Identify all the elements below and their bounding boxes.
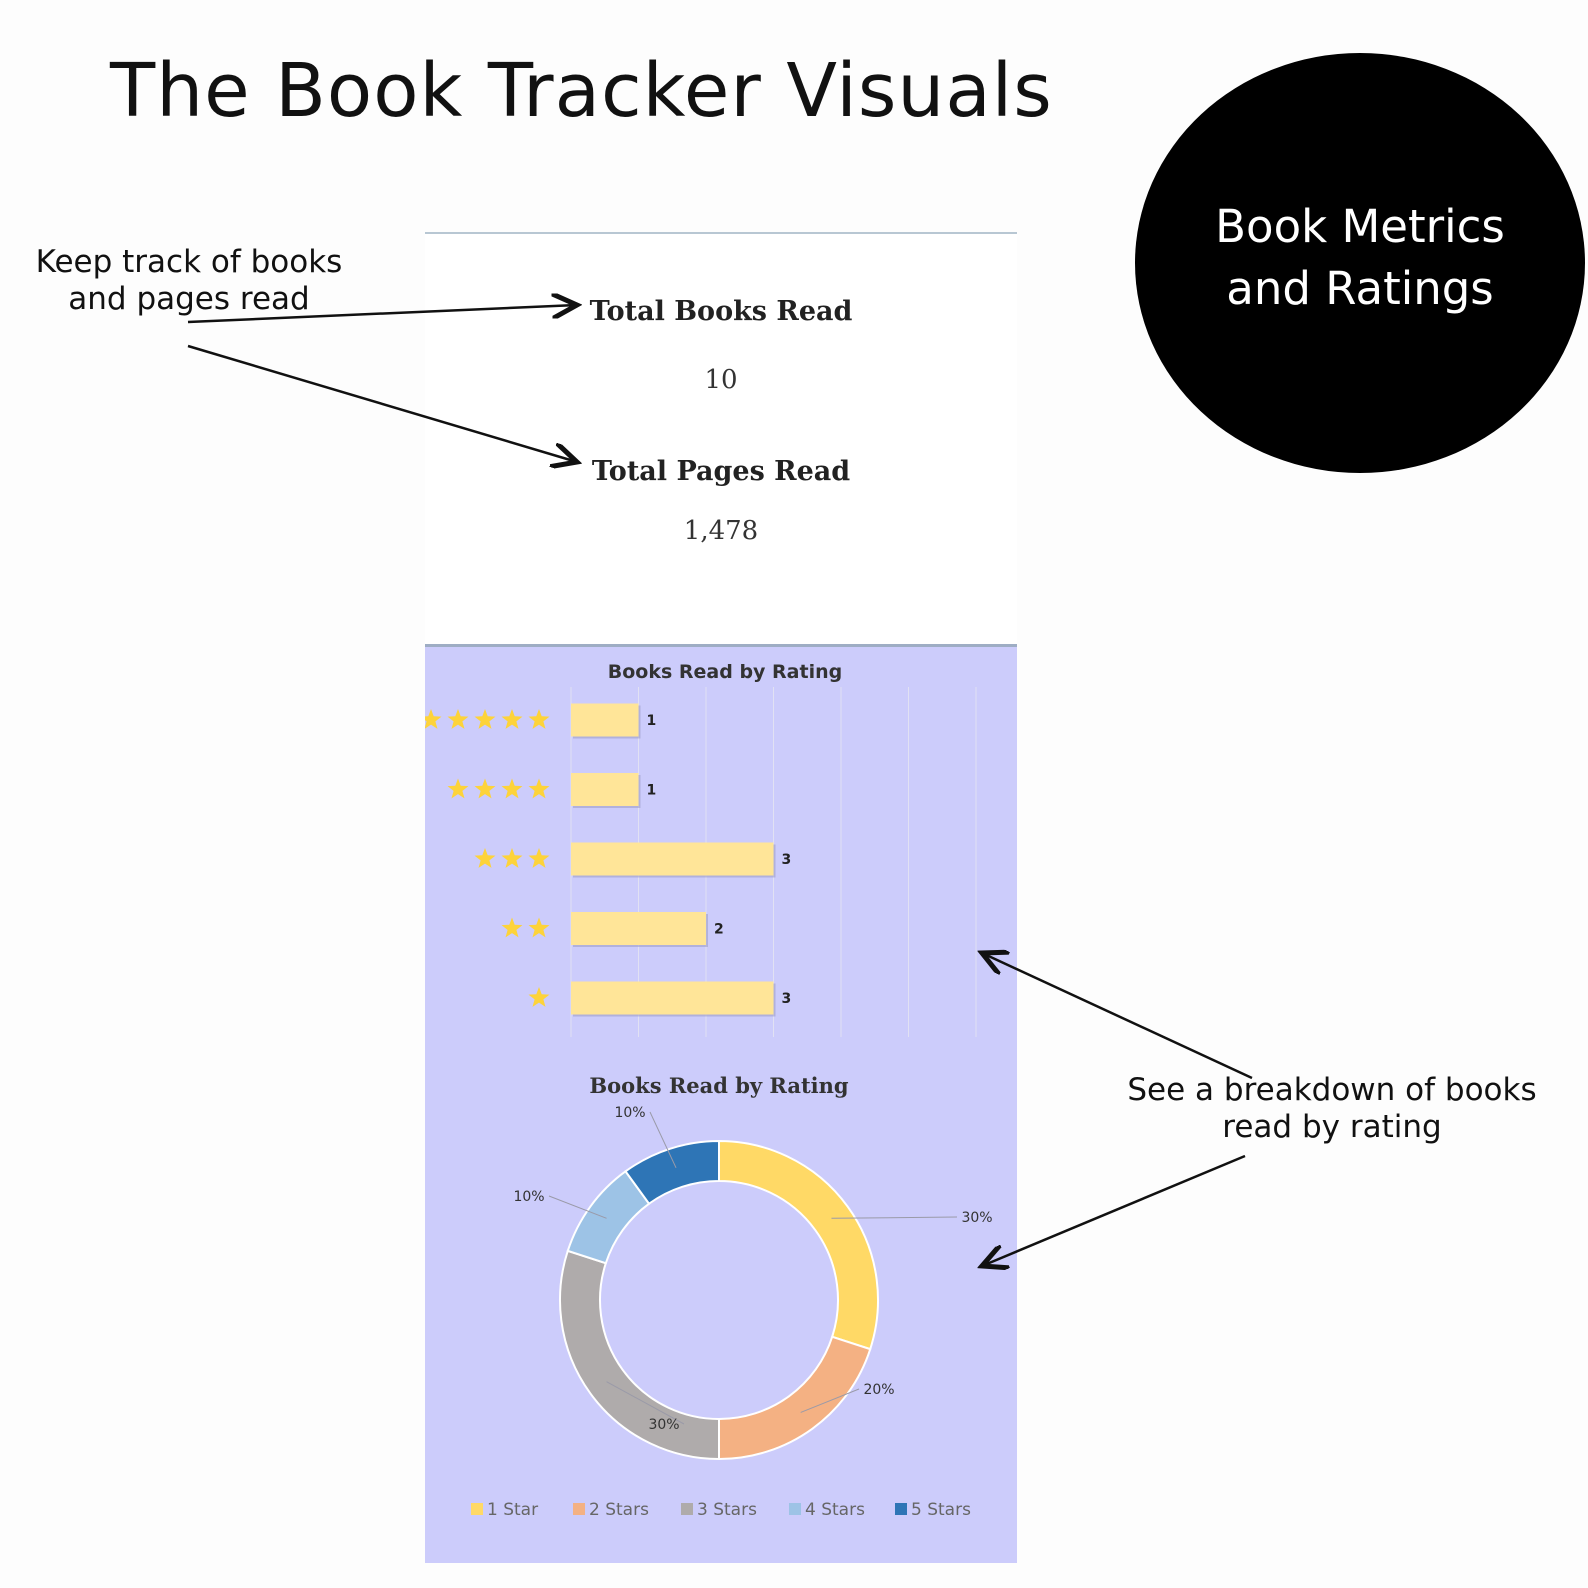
donut-slice-1 <box>718 1139 879 1351</box>
star-icon <box>528 778 550 799</box>
legend-swatch-1 <box>471 1503 483 1515</box>
star-icon <box>447 778 469 799</box>
star-icon <box>474 709 496 729</box>
charts-panel: Books Read by Rating 1 1 3 2 3 Books Read by… <box>425 644 1017 1563</box>
stats-panel: Total Books Read 10 Total Pages Read 1,4… <box>425 232 1017 644</box>
bar-5-stars <box>571 703 639 737</box>
leader-line <box>606 1381 685 1425</box>
bar-data-label: 1 <box>647 713 657 729</box>
star-icon <box>528 987 550 1007</box>
donut-data-label: 30% <box>961 1210 992 1226</box>
donut-slice-3 <box>559 1249 720 1461</box>
star-icon <box>528 917 550 938</box>
donut-chart: Books Read by Rating 30% 20% 30% 10% 10% 1 St… <box>471 1073 993 1520</box>
star-icon <box>474 848 496 868</box>
bar-chart: Books Read by Rating 1 1 3 2 3 <box>425 661 977 1037</box>
star-icon <box>528 709 550 729</box>
star-icon <box>474 778 496 799</box>
bar-data-label: 2 <box>714 922 724 938</box>
donut-data-label: 30% <box>648 1417 679 1433</box>
bar-data-label: 3 <box>782 852 792 868</box>
total-pages-value: 1,478 <box>683 516 759 546</box>
leader-line <box>548 1195 607 1219</box>
legend-label: 3 Stars <box>697 1500 757 1520</box>
donut-data-label: 10% <box>614 1105 645 1121</box>
arrow-to-donut-chart <box>982 1154 1246 1266</box>
legend-label: 4 Stars <box>805 1500 865 1520</box>
total-pages-label: Total Pages Read <box>591 456 851 487</box>
legend-swatch-2 <box>573 1503 585 1515</box>
annotation-books-pages: Keep track of books and pages read <box>35 244 343 317</box>
leader-line <box>831 1216 958 1219</box>
star-icon <box>501 778 523 799</box>
donut-data-label: 20% <box>863 1382 894 1398</box>
metrics-badge: Book Metrics and Ratings <box>1135 53 1585 473</box>
bar-2-stars <box>571 912 706 945</box>
bar-data-label: 1 <box>647 783 657 799</box>
donut-chart-title: Books Read by Rating <box>589 1073 849 1098</box>
donut-data-label: 10% <box>513 1189 544 1205</box>
legend-label: 1 Star <box>487 1500 538 1520</box>
total-books-value: 10 <box>704 365 738 395</box>
total-books-label: Total Books Read <box>589 296 853 327</box>
legend-swatch-5 <box>895 1503 907 1515</box>
bar-data-label: 3 <box>782 991 792 1007</box>
donut-slice-2 <box>718 1335 872 1461</box>
star-icon <box>501 709 523 729</box>
legend-swatch-4 <box>789 1503 801 1515</box>
arrow-to-bar-chart <box>982 953 1253 1080</box>
star-icon <box>447 709 469 729</box>
bar-chart-title: Books Read by Rating <box>608 661 842 683</box>
star-icon <box>501 848 523 868</box>
leader-line <box>800 1388 860 1413</box>
bar-4-stars <box>571 773 639 806</box>
legend-label: 2 Stars <box>589 1500 649 1520</box>
star-icon <box>528 848 550 868</box>
bar-3-stars <box>571 842 774 876</box>
leader-line <box>649 1111 677 1169</box>
star-icon <box>501 917 523 938</box>
badge-label: Book Metrics and Ratings <box>1215 200 1505 315</box>
legend-swatch-3 <box>681 1503 693 1515</box>
legend-label: 5 Stars <box>911 1500 971 1520</box>
donut-slice-5 <box>624 1139 720 1206</box>
bar-1-star <box>571 981 774 1015</box>
star-icon <box>425 709 442 729</box>
page-title: The Book Tracker Visuals <box>110 48 1053 134</box>
annotation-rating-breakdown: See a breakdown of books read by rating <box>1127 1072 1537 1145</box>
